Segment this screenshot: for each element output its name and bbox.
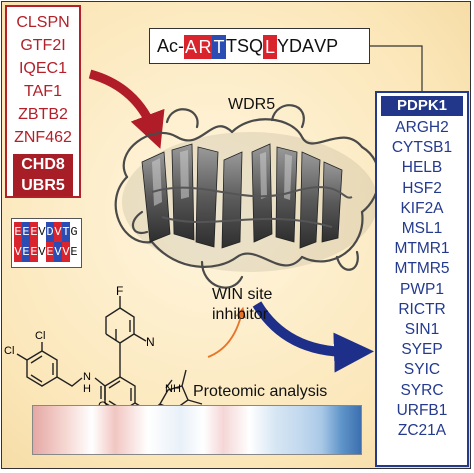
sequence-motif-box: EEEVDVTG VEEVEVVE: [11, 218, 82, 268]
atom-label-n: N: [146, 335, 155, 349]
peptide-residue: S: [237, 36, 250, 56]
atom-label-cl-top: Cl: [35, 330, 46, 342]
sequence-residue: V: [14, 242, 22, 262]
peptide-residue: D: [289, 36, 303, 56]
peptide-residue: A: [302, 36, 315, 56]
right-list-item: MSL1: [401, 220, 443, 238]
peptide-residue: T: [226, 36, 237, 56]
sequence-residue: T: [62, 222, 70, 242]
left-list-item: IQEC1: [18, 60, 67, 77]
peptide-residue: Q: [249, 36, 264, 56]
sequence-residue: E: [30, 242, 38, 262]
proteomic-heatmap-strip: [32, 405, 362, 455]
atom-label-f: F: [116, 284, 124, 298]
left-list-item: CLSPN: [16, 14, 70, 31]
right-list-item: URFB1: [396, 401, 448, 419]
inhibitor-label: WIN site inhibitor: [212, 285, 272, 325]
sequence-residue: V: [38, 245, 46, 259]
peptide-residue: A: [184, 35, 198, 60]
peptide-residue: Ac-: [157, 36, 184, 56]
left-list-item: TAF1: [24, 83, 62, 100]
sequence-residue: V: [38, 225, 46, 239]
atom-label-cl-left: Cl: [4, 345, 15, 357]
sequence-residue: E: [22, 242, 30, 262]
left-list-item: ZNF462: [14, 129, 72, 146]
highlight-chd8: CHD8: [21, 156, 65, 173]
graphics-layer: [16, 45, 423, 452]
sequence-residue: V: [62, 242, 70, 262]
atom-label-nh-amide-n: N: [83, 371, 91, 383]
peptide-residue: L: [263, 35, 278, 60]
sequence-residue: E: [70, 245, 78, 259]
red-arrow: [88, 69, 165, 149]
atom-label-nh-imine: NH: [165, 383, 181, 395]
peptide-residue: P: [326, 36, 339, 56]
right-list-item: RICTR: [398, 300, 446, 318]
sequence-residue: V: [54, 242, 62, 262]
peptide-residue: T: [212, 35, 226, 60]
connector-line: [367, 45, 423, 91]
peptide-residue: R: [198, 35, 212, 60]
wdr5-structure: [114, 104, 380, 289]
right-list-title: PDPK1: [381, 96, 463, 116]
right-list-item: PWP1: [400, 280, 444, 298]
right-list-item: ZC21A: [397, 422, 447, 440]
right-list-item: CYTSB1: [391, 139, 453, 157]
inhibitor-label-line-1: WIN site: [212, 286, 273, 303]
right-list-item: SYEP: [401, 341, 443, 359]
blue-arrow: [252, 301, 374, 373]
sequence-row: EEEVDVTG: [14, 222, 79, 242]
right-list-item: ARGH2: [395, 119, 449, 136]
right-list-item: SYRC: [400, 381, 444, 399]
sequence-residue: E: [14, 222, 22, 242]
sequence-residue: V: [54, 222, 62, 242]
left-list-item: GTF2I: [20, 37, 66, 54]
right-list-item: MTMR5: [394, 260, 450, 278]
right-list-item: KIF2A: [400, 199, 444, 217]
peptide-residue: V: [314, 36, 327, 56]
sequence-residue: E: [22, 222, 30, 242]
highlight-ubr5: UBR5: [21, 177, 65, 194]
right-list-item: MTMR1: [394, 240, 450, 258]
left-highlight-block: CHD8 UBR5: [13, 154, 73, 196]
analysis-label: Proteomic analysis: [193, 383, 328, 400]
sequence-residue: D: [46, 222, 54, 242]
atom-label-nh-amide-h: H: [83, 383, 91, 395]
right-list-item: SIN1: [404, 321, 440, 339]
inhibitor-label-line-2: inhibitor: [212, 306, 269, 323]
sequence-residue: E: [30, 222, 38, 242]
sequence-row: VEEVEVVE: [14, 242, 79, 262]
left-list-item: ZBTB2: [18, 106, 68, 123]
sequence-residue: E: [46, 242, 54, 262]
peptide-residue: Y: [277, 36, 290, 56]
right-list-item: SYIC: [403, 361, 441, 379]
sequence-residue: G: [70, 225, 78, 239]
right-list-item: HELB: [401, 159, 443, 177]
orange-arrow: [207, 306, 247, 358]
protein-label: WDR5: [228, 96, 276, 113]
right-list-item: HSF2: [402, 179, 442, 197]
